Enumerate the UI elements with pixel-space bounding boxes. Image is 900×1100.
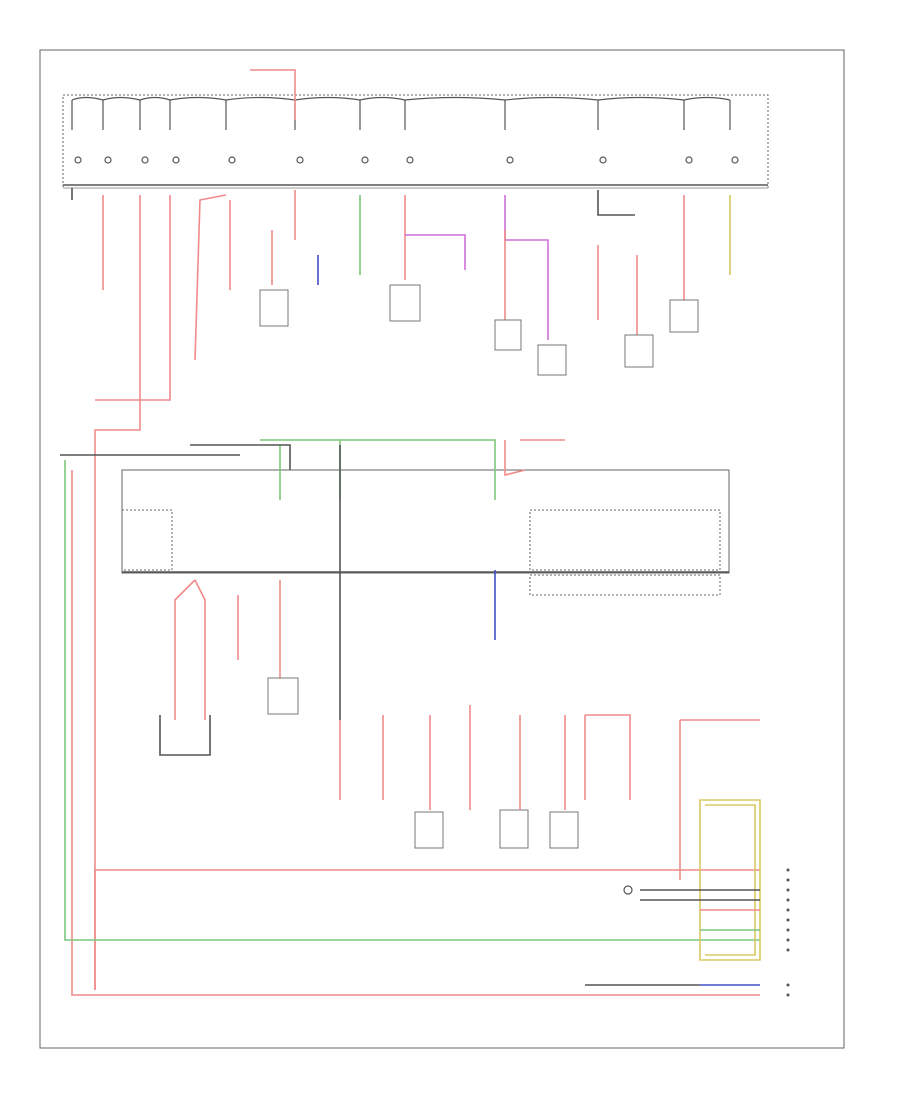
diagram-frame — [39, 49, 845, 1049]
top-fuse-box — [62, 69, 769, 189]
upper-components — [259, 284, 699, 376]
middle-fuse-box — [121, 439, 730, 720]
top-wire-drops — [71, 188, 731, 990]
fuse-symbols-top — [74, 156, 739, 164]
middle-wire-drops — [174, 579, 631, 810]
lower-components — [159, 677, 579, 849]
bottom-bus — [60, 454, 761, 996]
fuse-row-top — [71, 96, 731, 130]
right-connector — [623, 868, 790, 997]
